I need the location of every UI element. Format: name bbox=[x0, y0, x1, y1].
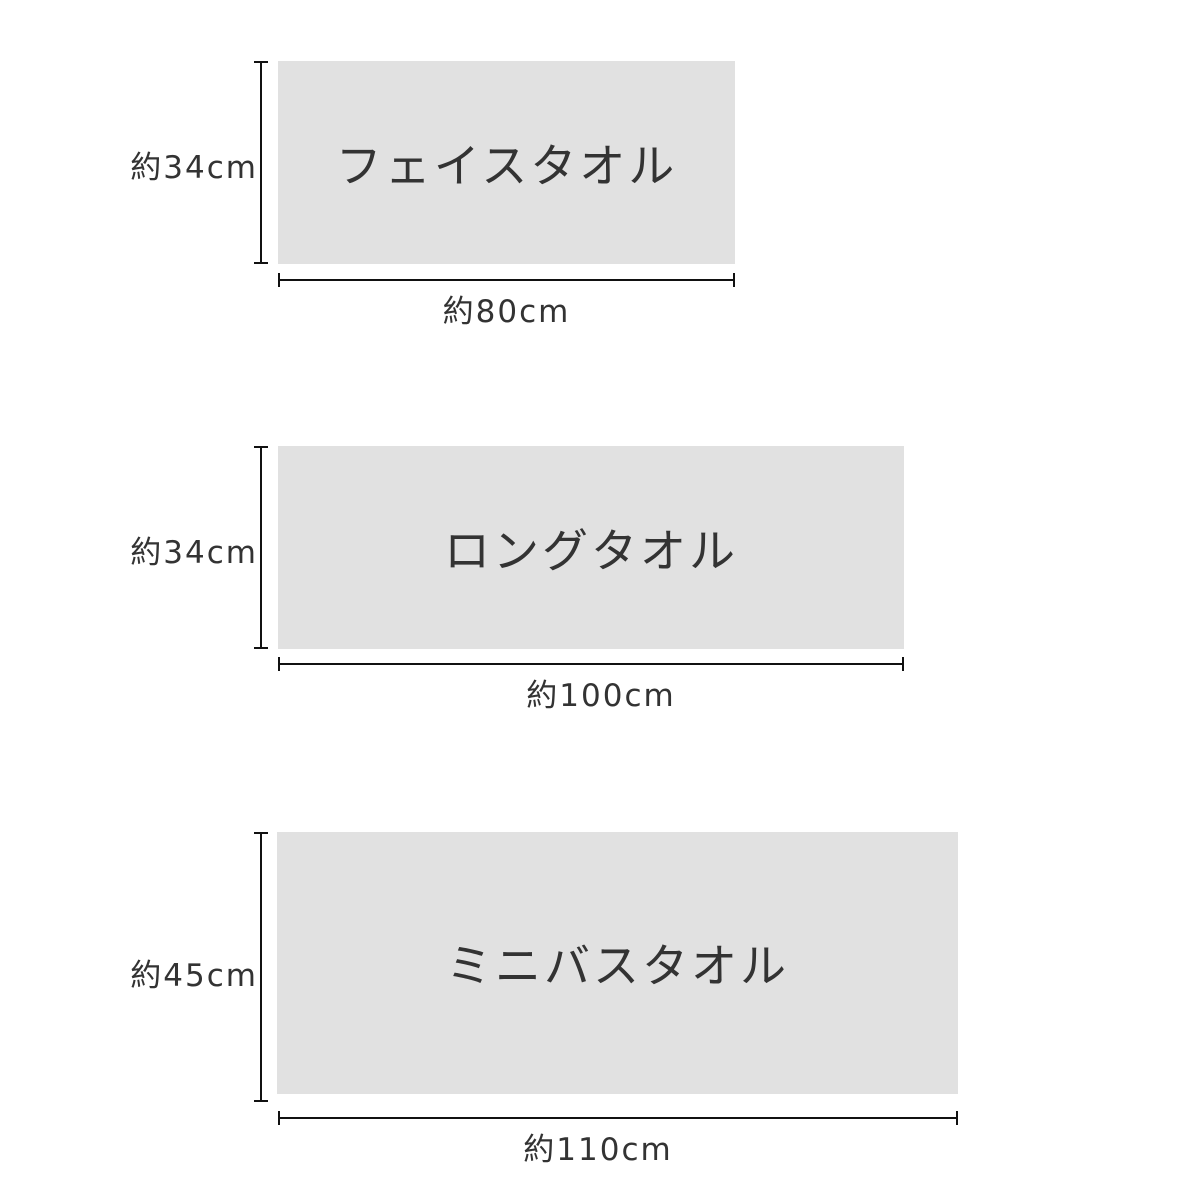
height-label: 約45cm bbox=[130, 958, 258, 994]
towel-name: ロングタオル bbox=[444, 523, 738, 578]
height-label: 約34cm bbox=[130, 535, 258, 571]
width-label: 約100cm bbox=[526, 678, 676, 714]
width-label: 約110cm bbox=[523, 1132, 673, 1168]
width-dimension-line bbox=[278, 1111, 958, 1125]
width-dimension-line bbox=[278, 273, 735, 287]
towel-box-face-towel: フェイスタオル bbox=[278, 61, 735, 264]
height-label: 約34cm bbox=[130, 150, 258, 186]
towel-name: ミニバスタオル bbox=[446, 939, 789, 993]
width-dimension-line bbox=[278, 657, 904, 671]
towel-name: フェイスタオル bbox=[335, 138, 678, 193]
height-dimension-line bbox=[254, 832, 268, 1102]
height-dimension-line bbox=[254, 446, 268, 649]
width-label: 約80cm bbox=[442, 294, 571, 330]
towel-box-mini-bath-towel: ミニバスタオル bbox=[277, 832, 958, 1094]
height-dimension-line bbox=[254, 61, 268, 264]
towel-box-long-towel: ロングタオル bbox=[278, 446, 904, 649]
